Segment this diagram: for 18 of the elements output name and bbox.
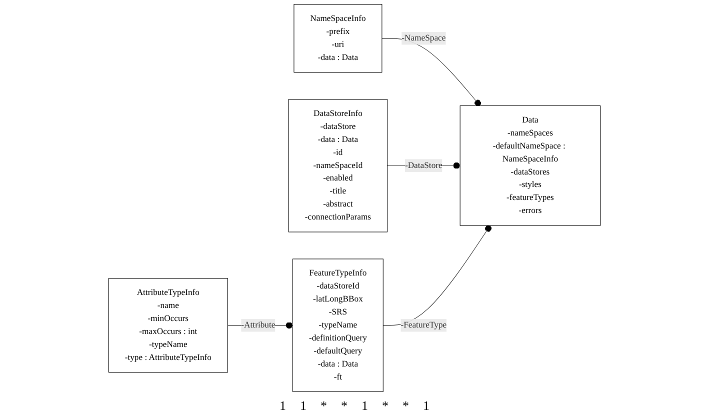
node-box: AttributeTypeInfo -name -minOccurs -maxOccurs : int -typeName -type : AttributeTypeInfo: [108, 278, 228, 373]
node-box: FeatureTypeInfo -dataStoreId -latLongBBox -SRS -typeName -definitionQuery -defaultQuery -data : Data -ft: [292, 258, 384, 392]
node-box: Data -nameSpaces -defaultNameSpace : NameSpaceInfo -dataStores -styles -featureTypes -errors: [460, 105, 601, 226]
multiplicity-label: 1: [300, 398, 306, 414]
multiplicity-label: 1: [423, 398, 430, 414]
multiplicity-label: 1: [280, 398, 286, 414]
multiplicity-label: *: [382, 398, 388, 414]
multiplicity-label: *: [320, 398, 327, 414]
node-box: DataStoreInfo -dataStore -data : Data -id -nameSpaceId -enabled -title -abstract -connectionParams: [288, 99, 388, 232]
node-box: NameSpaceInfo -prefix -uri -data : Data: [294, 4, 382, 73]
edge-label: -Attribute: [241, 320, 276, 330]
edge-label: -FeatureType: [400, 320, 447, 330]
edge-label: -DataStore: [404, 160, 442, 170]
multiplicity-label: *: [341, 398, 348, 414]
multiplicity-label: 1: [362, 398, 368, 414]
edge-label: -NameSpace: [402, 33, 446, 43]
multiplicity-label: *: [402, 398, 409, 414]
connector: [382, 225, 492, 326]
